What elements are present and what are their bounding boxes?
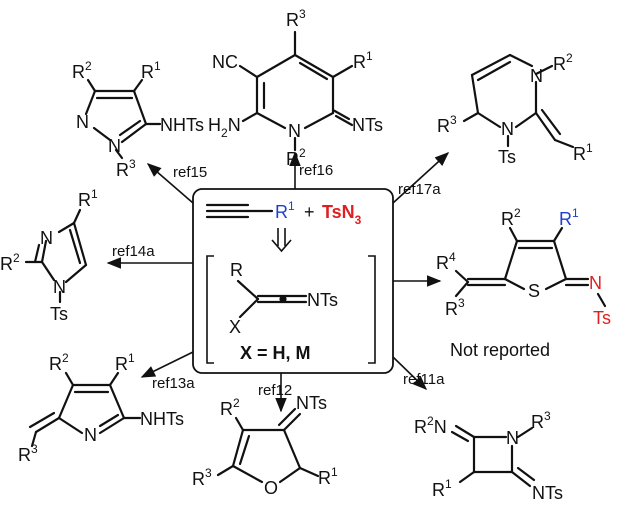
intermediate-bond-r bbox=[236, 279, 260, 301]
svg-text:R2: R2 bbox=[0, 251, 20, 274]
ref11a-label: ref11a bbox=[403, 371, 445, 388]
svg-text:R3: R3 bbox=[531, 409, 551, 432]
svg-text:R1: R1 bbox=[353, 49, 373, 72]
ref15-label: ref15 bbox=[173, 164, 207, 181]
svg-text:R1: R1 bbox=[78, 187, 98, 210]
plus-sign: + bbox=[304, 202, 315, 222]
svg-text:S: S bbox=[528, 281, 540, 301]
svg-text:N: N bbox=[530, 66, 543, 86]
svg-text:N: N bbox=[76, 112, 89, 132]
svg-text:R2: R2 bbox=[220, 396, 240, 419]
svg-text:N: N bbox=[501, 119, 514, 139]
svg-text:R1: R1 bbox=[432, 477, 452, 500]
svg-text:Ts: Ts bbox=[593, 308, 611, 328]
intermediate-r-label: R bbox=[230, 260, 243, 280]
svg-text:R1: R1 bbox=[318, 465, 338, 488]
svg-text:N: N bbox=[84, 425, 97, 445]
svg-text:R1: R1 bbox=[141, 59, 161, 82]
dihydropyrimidine-product: N R2 R3 N Ts R1 bbox=[437, 51, 593, 167]
intermediate-bond-x bbox=[238, 297, 260, 319]
svg-text:R3: R3 bbox=[445, 296, 465, 319]
svg-text:NHTs: NHTs bbox=[160, 115, 204, 135]
ref14a-label: ref14a bbox=[112, 243, 155, 260]
svg-text:NC: NC bbox=[212, 52, 238, 72]
svg-text:Ts: Ts bbox=[498, 147, 516, 167]
intermediate-x-definition: X = H, M bbox=[240, 343, 311, 363]
thiophene-imine-product: R2 R1 R4 S N Ts R3 Not reported bbox=[436, 206, 611, 360]
svg-text:O: O bbox=[264, 478, 278, 498]
ref12-label: ref12 bbox=[258, 382, 292, 399]
svg-text:N: N bbox=[108, 136, 121, 156]
ref17a-label: ref17a bbox=[398, 181, 441, 198]
aminopyridine-product: R3 NC R1 H2N N NTs R2 bbox=[208, 7, 383, 169]
svg-text:NHTs: NHTs bbox=[140, 409, 184, 429]
reaction-arrows bbox=[106, 151, 450, 413]
svg-text:R2N: R2N bbox=[414, 414, 447, 437]
intermediate-central-dot bbox=[279, 295, 287, 303]
svg-text:N: N bbox=[506, 428, 519, 448]
svg-text:N: N bbox=[288, 121, 301, 141]
svg-text:R2: R2 bbox=[501, 206, 521, 229]
svg-text:R4: R4 bbox=[436, 250, 456, 273]
ref13a-label: ref13a bbox=[152, 375, 195, 392]
arrow-ref11a bbox=[392, 356, 428, 391]
central-reagents-box: R1 + TsN3 R NTs X X = H, M bbox=[192, 188, 394, 374]
arrow-ref15 bbox=[146, 163, 194, 204]
intermediate-nts-label: NTs bbox=[307, 290, 338, 310]
not-reported-note: Not reported bbox=[450, 340, 550, 360]
svg-text:R3: R3 bbox=[437, 113, 457, 136]
svg-text:R3: R3 bbox=[18, 442, 38, 465]
intermediate-x-label: X bbox=[229, 317, 241, 337]
aminopyrazole-product: R2 R1 N N NHTs R3 bbox=[72, 59, 204, 180]
svg-text:Ts: Ts bbox=[50, 304, 68, 324]
svg-text:H2N: H2N bbox=[208, 115, 241, 140]
svg-text:R1: R1 bbox=[559, 206, 579, 229]
diiminoazetidine-product: R2N N R3 R1 NTs bbox=[414, 409, 563, 503]
intermediate-left-bracket bbox=[206, 255, 214, 364]
svg-text:R1: R1 bbox=[573, 141, 593, 164]
tosyl-azide-label: TsN3 bbox=[322, 202, 362, 227]
alkyne-r1-label: R1 bbox=[275, 199, 295, 222]
svg-text:R2: R2 bbox=[72, 59, 92, 82]
svg-text:R1: R1 bbox=[115, 351, 135, 374]
iminofuran-product: R2 NTs R3 O R1 bbox=[192, 393, 338, 498]
svg-text:N: N bbox=[53, 277, 66, 297]
svg-text:R3: R3 bbox=[192, 466, 212, 489]
double-down-arrow bbox=[271, 228, 292, 253]
ref16-label: ref16 bbox=[299, 162, 333, 179]
svg-text:R3: R3 bbox=[116, 157, 136, 180]
arrow-ref13a bbox=[140, 351, 194, 378]
svg-text:R2: R2 bbox=[49, 351, 69, 374]
arrow-ref17a bbox=[392, 152, 450, 204]
intermediate-right-bracket bbox=[368, 255, 376, 364]
svg-text:R2: R2 bbox=[286, 146, 306, 169]
svg-text:N: N bbox=[40, 228, 53, 248]
svg-text:R2: R2 bbox=[553, 51, 573, 74]
imidazole-product: R1 N R2 N Ts bbox=[0, 187, 98, 324]
aminopyrrole-product: R2 R1 N NHTs R3 bbox=[18, 351, 184, 465]
svg-text:NTs: NTs bbox=[352, 115, 383, 135]
svg-text:NTs: NTs bbox=[296, 393, 327, 413]
svg-text:R3: R3 bbox=[286, 7, 306, 30]
alkyne-triple-bond bbox=[205, 203, 274, 219]
svg-text:N: N bbox=[589, 273, 602, 293]
svg-text:NTs: NTs bbox=[532, 483, 563, 503]
